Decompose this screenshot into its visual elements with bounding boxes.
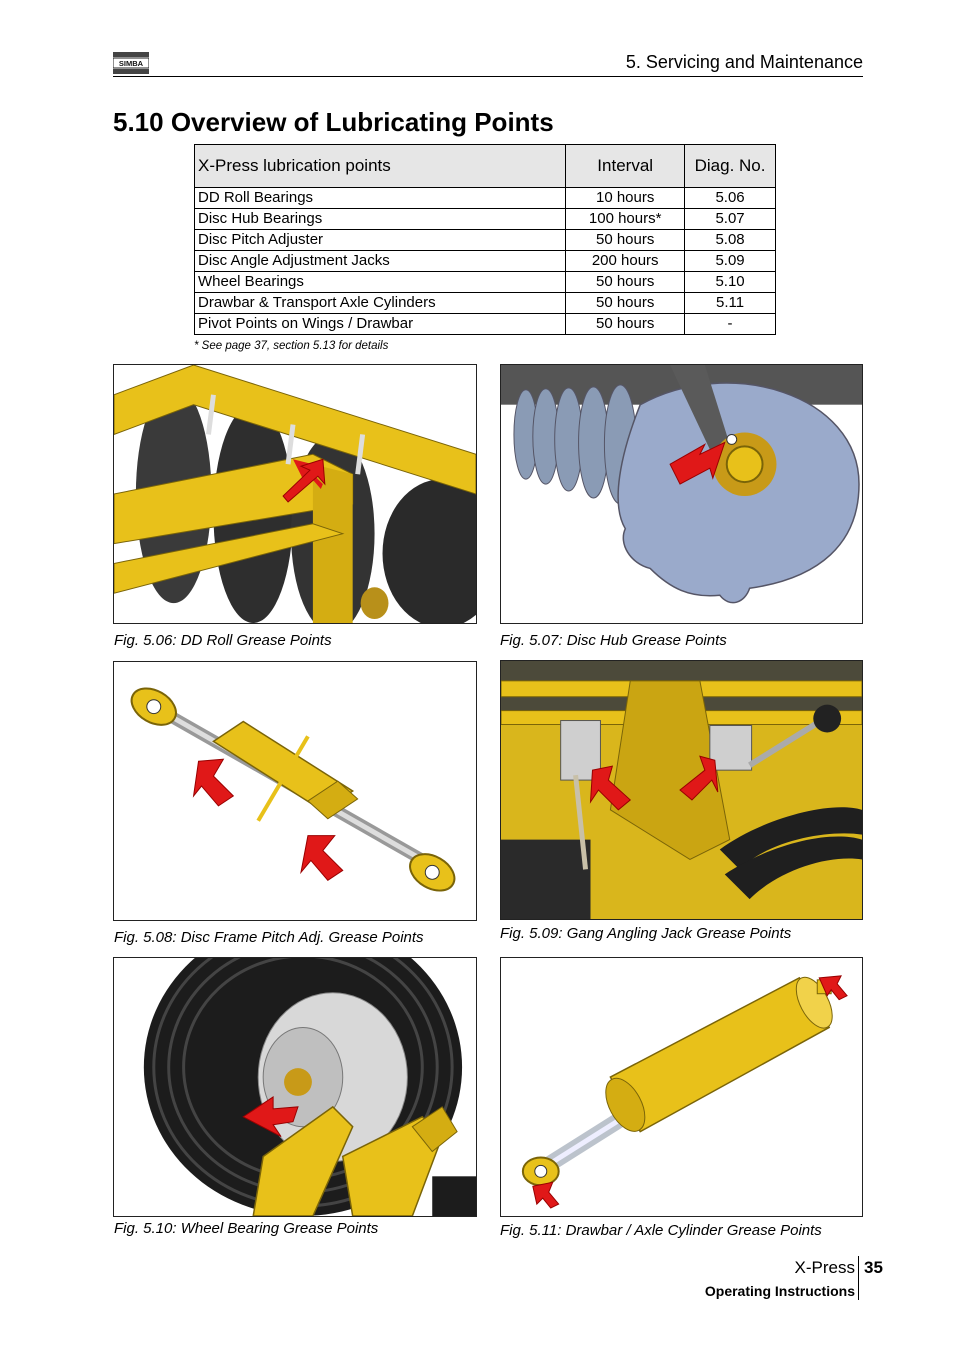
cell-point: Drawbar & Transport Axle Cylinders [193,292,567,314]
cell-diag: 5.11 [684,292,776,314]
page-title: 5.10 Overview of Lubricating Points [113,107,554,137]
table-row: DD Roll Bearings 10 hours 5.06 [193,187,776,209]
table-row: Drawbar & Transport Axle Cylinders 50 ho… [193,292,776,314]
column-header-interval: Interval [565,144,686,188]
cell-diag: 5.06 [684,187,776,209]
cell-interval: 50 hours [565,313,686,335]
cell-interval: 200 hours [565,250,686,272]
cell-diag: 5.10 [684,271,776,293]
footer-product: X-Press [794,1258,855,1277]
cell-point: Pivot Points on Wings / Drawbar [193,313,567,335]
logo-text: SIMBA [119,59,144,68]
figure-wheel-bearing [113,957,477,1217]
cell-point: Disc Angle Adjustment Jacks [193,250,567,272]
cell-point: Disc Hub Bearings [193,208,567,230]
cell-diag: - [684,313,776,335]
table-row: Disc Angle Adjustment Jacks 200 hours 5.… [193,250,776,272]
cell-diag: 5.08 [684,229,776,251]
figure-pitch-adjuster [113,661,477,921]
figure-caption: Fig. 5.11: Drawbar / Axle Cylinder Greas… [500,1222,822,1239]
cell-interval: 100 hours* [565,208,686,230]
cell-interval: 50 hours [565,271,686,293]
figure-caption: Fig. 5.09: Gang Angling Jack Grease Poin… [500,925,792,942]
cell-interval: 50 hours [565,292,686,314]
table-row: Pivot Points on Wings / Drawbar 50 hours… [193,313,776,335]
cell-interval: 50 hours [565,229,686,251]
section-label: 5. Servicing and Maintenance [625,52,863,72]
table-row: Disc Hub Bearings 100 hours* 5.07 [193,208,776,230]
cell-diag: 5.09 [684,250,776,272]
footer-divider [858,1256,859,1300]
table-header-row: X-Press lubrication points Interval Diag… [193,144,776,188]
figure-axle-cylinder [500,957,863,1217]
lubrication-table: X-Press lubrication points Interval Diag… [193,144,776,335]
figure-dd-roll [113,364,477,624]
figure-caption: Fig. 5.06: DD Roll Grease Points [114,632,332,649]
figure-angling-jack [500,660,863,920]
page-number: 35 [864,1258,883,1277]
table-footnote: * See page 37, section 5.13 for details [194,340,389,352]
table-row: Disc Pitch Adjuster 50 hours 5.08 [193,229,776,251]
figure-disc-hub [500,364,863,624]
cell-interval: 10 hours [565,187,686,209]
table-row: Wheel Bearings 50 hours 5.10 [193,271,776,293]
column-header-points: X-Press lubrication points [193,144,567,188]
cell-point: Disc Pitch Adjuster [193,229,567,251]
figure-caption: Fig. 5.08: Disc Frame Pitch Adj. Grease … [114,929,424,946]
footer-subtitle: Operating Instructions [704,1283,855,1299]
header-divider [113,76,863,77]
cell-point: Wheel Bearings [193,271,567,293]
figure-caption: Fig. 5.07: Disc Hub Grease Points [500,632,727,649]
simba-logo: SIMBA [113,52,149,74]
cell-diag: 5.07 [684,208,776,230]
cell-point: DD Roll Bearings [193,187,567,209]
column-header-diag: Diag. No. [684,144,776,188]
figure-caption: Fig. 5.10: Wheel Bearing Grease Points [114,1220,379,1237]
